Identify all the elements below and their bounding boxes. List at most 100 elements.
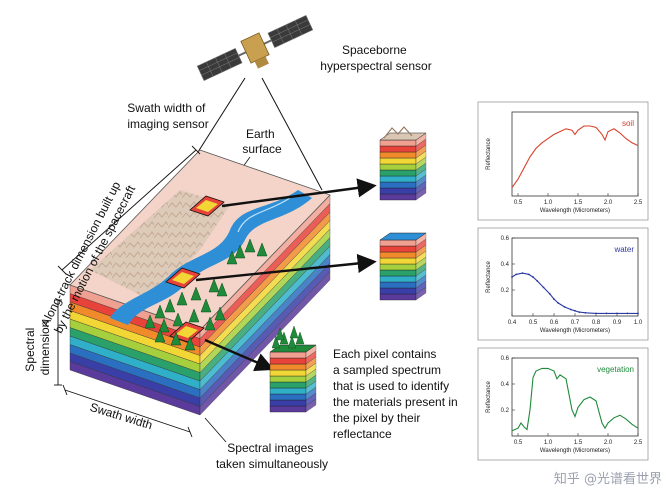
stack-layer (379, 163, 417, 171)
stack-layer (269, 369, 307, 377)
stack-layer (379, 281, 417, 289)
x-tick-label: 1.5 (574, 440, 583, 446)
data-point (616, 312, 618, 315)
data-point (569, 308, 572, 311)
data-point (626, 312, 629, 315)
spectral-images-label: Spectral images taken simultaneously (216, 441, 328, 471)
stack-layer (379, 239, 417, 247)
stack-layer (379, 269, 417, 277)
x-tick-label: 0.8 (592, 320, 601, 326)
stack-layer (379, 145, 417, 153)
stack-top (379, 232, 427, 241)
stack-layer (379, 175, 417, 183)
y-axis-label: Reflectance (486, 260, 492, 292)
pixel-marker-water (165, 267, 201, 289)
y-tick-label: 0.2 (501, 288, 510, 294)
stack-layer (379, 169, 417, 177)
tree-icon (170, 331, 182, 346)
data-point (548, 293, 551, 295)
arrow-to-water-stack (195, 253, 377, 282)
stack-layer (379, 275, 417, 283)
soil-texture (383, 126, 413, 139)
tree-icon (158, 318, 170, 333)
chart-title: water (613, 245, 634, 254)
tree-icon (164, 298, 176, 313)
scan-line-left (197, 77, 246, 153)
data-point (584, 311, 587, 314)
panel-frame (477, 227, 649, 341)
scan-line-right (261, 77, 323, 191)
x-axis-label: Wavelength (Micrometers) (540, 448, 610, 454)
x-axis-label: Wavelength (Micrometers) (540, 208, 610, 214)
satellite-icon (196, 14, 314, 82)
sensor-label: Spaceborne hyperspectral sensor (320, 43, 431, 73)
arrow-to-vegetation-stack (204, 338, 275, 372)
y-tick-label: 0.6 (501, 356, 510, 362)
data-point (574, 309, 576, 312)
pixel-stack-vegetation (269, 325, 317, 413)
y-tick-label: 0.6 (501, 236, 510, 242)
tree-icon (289, 325, 299, 339)
x-tick-label: 1.0 (544, 440, 553, 446)
stack-layer (269, 351, 307, 359)
data-point (578, 311, 581, 313)
data-point (563, 306, 566, 308)
chart-title: vegetation (597, 365, 634, 374)
tree-icon (216, 282, 228, 297)
stack-layer (379, 257, 417, 265)
y-tick-label: 0.4 (501, 382, 510, 388)
tree-icon (154, 328, 166, 343)
tree-icon (172, 312, 184, 327)
spectral-dimension-label: Spectral dimension (23, 321, 52, 376)
x-tick-label: 0.6 (550, 320, 559, 326)
plot-area (511, 111, 639, 197)
y-axis-label: Reflectance (486, 380, 492, 412)
stack-layer (269, 387, 307, 395)
stack-layer (379, 187, 417, 195)
river (110, 190, 312, 325)
stack-layer (269, 357, 307, 365)
chart-title: soil (622, 119, 634, 128)
data-point (557, 302, 560, 304)
swath-width-imaging-label: Swath width of imaging sensor (127, 101, 208, 131)
x-tick-label: 1.0 (544, 200, 553, 206)
stack-layer (379, 245, 417, 253)
y-tick-label: 0.2 (501, 408, 510, 414)
y-axis-label: Reflectance (486, 137, 492, 169)
tree-icon (256, 242, 268, 257)
x-tick-label: 0.5 (514, 440, 523, 446)
tree-icon (244, 238, 256, 253)
x-axis-label: Wavelength (Micrometers) (540, 328, 610, 334)
tree-icon (176, 291, 188, 306)
tree-icon (275, 327, 285, 341)
x-tick-label: 0.4 (508, 320, 517, 326)
panel-frame (477, 347, 649, 461)
spectrum-line (511, 367, 639, 432)
stack-layer (379, 193, 417, 201)
stack-layer (379, 181, 417, 189)
data-point (637, 312, 639, 315)
pixel-note: Each pixel contains a sampled spectrum t… (333, 347, 461, 441)
tree-icon (234, 244, 246, 259)
stack-layer (269, 405, 307, 413)
watermark: 知乎 @光谱看世界 (553, 472, 662, 487)
stack-layer (379, 263, 417, 271)
data-point (536, 280, 539, 282)
tree-icon (226, 250, 238, 265)
data-point (605, 312, 608, 315)
tree-icon (287, 335, 297, 349)
stack-layer (379, 293, 417, 301)
tree-icon (190, 286, 202, 301)
along-track-dimension-line (57, 145, 201, 275)
data-point (532, 276, 534, 278)
x-tick-label: 0.5 (514, 200, 523, 206)
spectral-images-leader (204, 417, 227, 443)
stack-layer (379, 251, 417, 259)
x-tick-label: 2.0 (604, 200, 613, 206)
swath-width-dimension-line (62, 384, 193, 438)
data-point (527, 273, 530, 276)
data-point (595, 312, 597, 315)
x-tick-label: 1.0 (634, 320, 643, 326)
tree-icon (271, 335, 281, 349)
